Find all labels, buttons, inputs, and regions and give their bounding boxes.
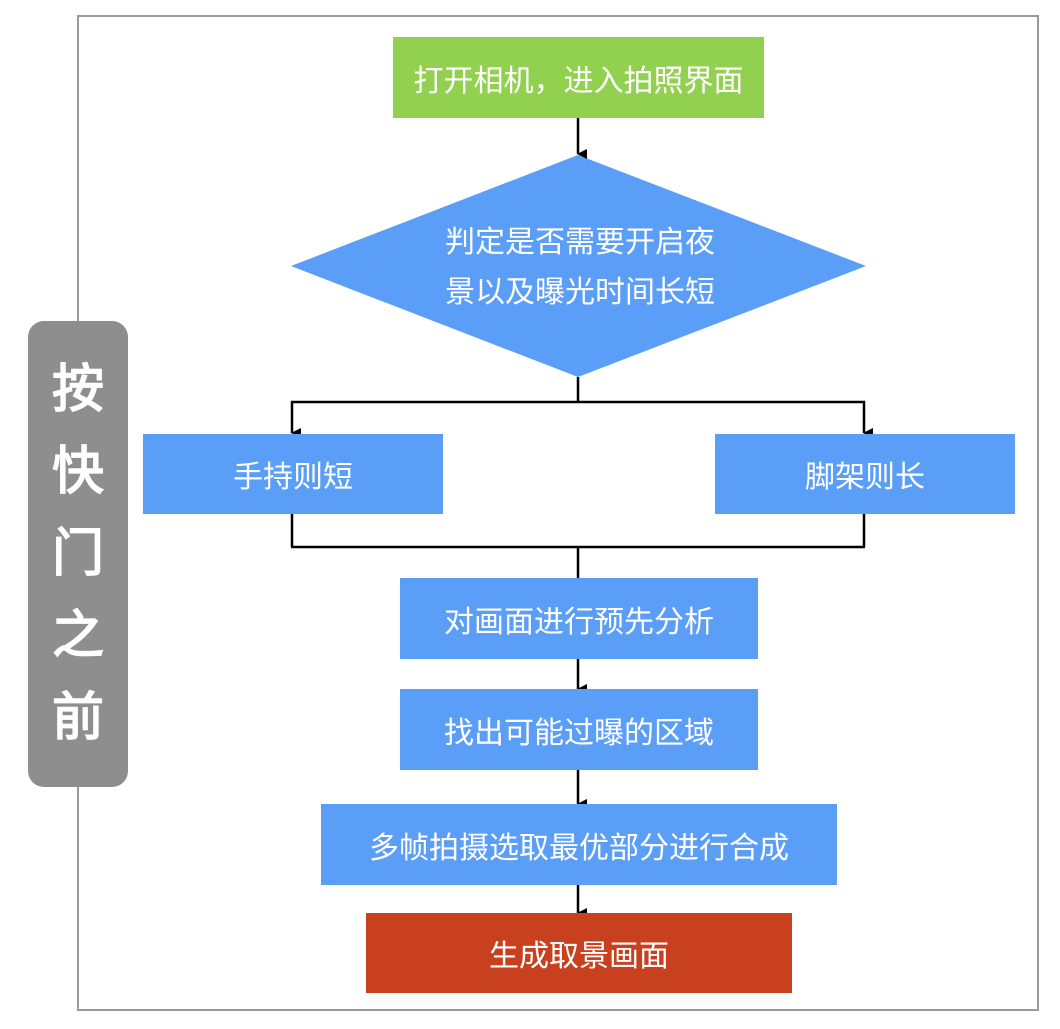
right-branch-node: 脚架则长	[715, 434, 1015, 514]
side-label-char: 门	[51, 524, 104, 584]
start-node: 打开相机，进入拍照界面	[393, 37, 764, 118]
side-label-char: 快	[51, 442, 104, 502]
step-multiframe-node: 多帧拍摄选取最优部分进行合成	[321, 804, 837, 885]
left-branch-node: 手持则短	[143, 434, 443, 514]
step-analyze-node: 对画面进行预先分析	[400, 578, 758, 659]
decision-text: 判定是否需要开启夜 景以及曝光时间长短	[390, 218, 770, 318]
step-overexposure-node: 找出可能过曝的区域	[400, 689, 758, 770]
side-label-char: 之	[51, 606, 104, 666]
side-label-tab: 按 快 门 之 前	[28, 321, 128, 787]
side-label-char: 前	[51, 688, 104, 748]
side-label-char: 按	[51, 360, 104, 420]
decision-text-line: 判定是否需要开启夜	[445, 225, 715, 260]
end-node: 生成取景画面	[366, 913, 792, 993]
decision-text-line: 景以及曝光时间长短	[445, 275, 715, 310]
decision-diamond	[291, 155, 866, 377]
